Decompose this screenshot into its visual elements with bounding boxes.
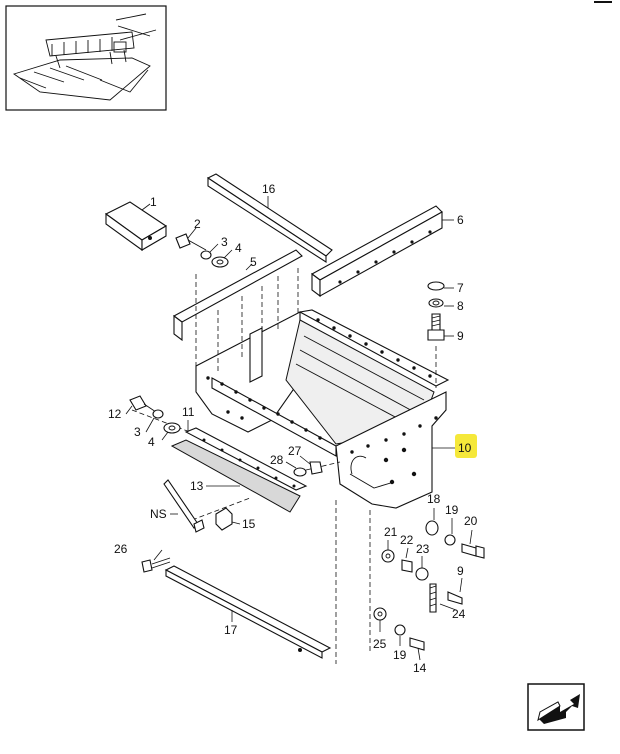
part-26-bolt bbox=[141, 557, 171, 573]
callout-19-top: 19 bbox=[445, 503, 459, 517]
callout-21: 21 bbox=[384, 525, 398, 539]
callout-8: 8 bbox=[457, 299, 464, 313]
callout-4-left: 4 bbox=[148, 435, 155, 449]
callout-14: 14 bbox=[413, 661, 427, 675]
part-16-angle-bar bbox=[206, 173, 333, 264]
callout-5: 5 bbox=[250, 255, 257, 269]
callout-7: 7 bbox=[457, 281, 464, 295]
part-5-angle-bar bbox=[172, 249, 303, 342]
nut-washer-27-28 bbox=[293, 461, 323, 477]
callout-23: 23 bbox=[416, 542, 430, 556]
callout-9-top: 9 bbox=[457, 329, 464, 343]
bolt-washer-set-left bbox=[129, 395, 181, 434]
assembly-lines bbox=[131, 268, 437, 664]
callout-2: 2 bbox=[194, 217, 201, 231]
callout-17: 17 bbox=[224, 623, 238, 637]
leader-lines bbox=[125, 196, 473, 661]
callout-4: 4 bbox=[235, 241, 242, 255]
callout-6: 6 bbox=[457, 213, 464, 227]
callout-19-bottom: 19 bbox=[393, 648, 407, 662]
callout-12: 12 bbox=[108, 407, 122, 421]
part-17-bar bbox=[164, 565, 332, 659]
callout-22: 22 bbox=[400, 533, 414, 547]
part-6-angle-bar bbox=[310, 205, 443, 298]
next-page-arrow-icon[interactable] bbox=[527, 683, 585, 731]
callout-labels: 16 1 2 3 4 5 6 7 8 9 12 3 4 11 10 27 28 … bbox=[108, 182, 478, 675]
part-10-hopper-frame bbox=[195, 309, 450, 509]
callout-10: 10 bbox=[458, 441, 472, 455]
overview-thumbnail bbox=[5, 5, 167, 111]
callout-16: 16 bbox=[262, 182, 276, 196]
part-15-clip bbox=[215, 507, 233, 531]
callout-24: 24 bbox=[452, 607, 466, 621]
bolt-washer-set-top bbox=[175, 233, 229, 268]
callout-ns: NS bbox=[150, 507, 167, 521]
part-1-block bbox=[104, 201, 168, 252]
callout-27: 27 bbox=[288, 444, 302, 458]
callout-1: 1 bbox=[150, 195, 157, 209]
callout-15: 15 bbox=[242, 517, 256, 531]
callout-26: 26 bbox=[114, 542, 128, 556]
callout-3: 3 bbox=[221, 235, 228, 249]
callout-13: 13 bbox=[190, 479, 204, 493]
callout-28: 28 bbox=[270, 453, 284, 467]
part-11-13-seal-strip bbox=[170, 427, 308, 513]
bolt-set-21-25 bbox=[373, 549, 463, 651]
callout-3-left: 3 bbox=[134, 425, 141, 439]
callout-9-bottom: 9 bbox=[457, 564, 464, 578]
washer-bolt-stack-right bbox=[427, 281, 445, 341]
highlight-marker-10 bbox=[455, 434, 477, 458]
callout-25: 25 bbox=[373, 637, 387, 651]
callout-18: 18 bbox=[427, 492, 441, 506]
bolt-set-18-20 bbox=[425, 520, 485, 559]
part-ns-rod bbox=[163, 479, 205, 533]
callout-20: 20 bbox=[464, 514, 478, 528]
callout-11: 11 bbox=[182, 405, 195, 419]
